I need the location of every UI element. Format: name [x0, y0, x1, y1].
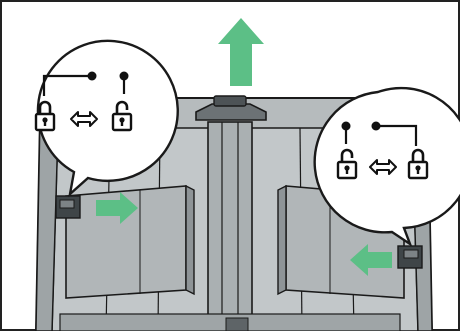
left-guide-lock-lever — [56, 196, 80, 218]
right-guide-lock-lever — [398, 246, 422, 268]
